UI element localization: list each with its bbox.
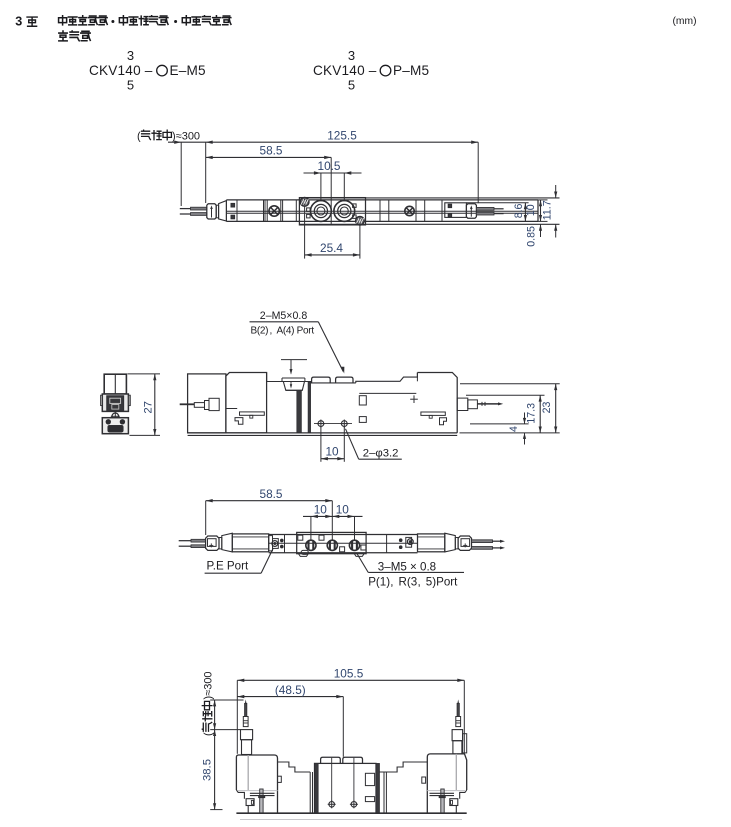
- svg-text:23: 23: [541, 402, 553, 414]
- svg-text:P.E Port: P.E Port: [207, 560, 249, 573]
- svg-text:27: 27: [143, 401, 155, 414]
- svg-text:A(4) Port: A(4) Port: [277, 325, 315, 336]
- svg-text:58.5: 58.5: [260, 487, 283, 501]
- svg-text:,: ,: [418, 575, 421, 588]
- svg-text:0.85: 0.85: [525, 226, 537, 247]
- svg-text:5: 5: [348, 78, 355, 93]
- svg-text:(: (: [137, 131, 141, 143]
- svg-text:38.5: 38.5: [201, 759, 213, 781]
- svg-text:3–M5 × 0.8: 3–M5 × 0.8: [378, 561, 436, 574]
- svg-text:11.7: 11.7: [541, 200, 553, 220]
- svg-text:B(2): B(2): [251, 325, 269, 336]
- svg-text:10: 10: [325, 445, 339, 459]
- svg-text:(: (: [203, 732, 215, 736]
- svg-text:)≈300: )≈300: [172, 131, 200, 143]
- svg-text:10: 10: [314, 503, 328, 517]
- svg-text:5)Port: 5)Port: [426, 575, 458, 588]
- svg-text:)≈300: )≈300: [203, 671, 215, 699]
- svg-text:,: ,: [390, 575, 393, 588]
- svg-text:5: 5: [127, 78, 134, 93]
- svg-text:25.4: 25.4: [320, 241, 343, 255]
- svg-text:10.5: 10.5: [318, 159, 341, 173]
- svg-text:105.5: 105.5: [334, 667, 364, 681]
- svg-text:CKV140: CKV140: [89, 63, 141, 78]
- svg-text:R(3: R(3: [399, 575, 418, 588]
- svg-text:,: ,: [270, 325, 273, 336]
- svg-text:E–M5: E–M5: [170, 63, 206, 78]
- svg-text:2–M5×0.8: 2–M5×0.8: [260, 310, 308, 322]
- svg-text:(mm): (mm): [673, 16, 697, 27]
- svg-text:10: 10: [525, 204, 537, 216]
- svg-text:–: –: [145, 63, 153, 78]
- svg-text:3: 3: [15, 14, 22, 28]
- svg-text:P(1): P(1): [368, 575, 390, 588]
- svg-text:3: 3: [348, 48, 355, 63]
- svg-text:125.5: 125.5: [327, 129, 357, 143]
- svg-text:P–M5: P–M5: [393, 63, 429, 78]
- svg-text:(48.5): (48.5): [275, 683, 306, 697]
- svg-text:3: 3: [127, 48, 134, 63]
- svg-text:58.5: 58.5: [260, 144, 283, 158]
- svg-text:2–φ3.2: 2–φ3.2: [363, 447, 399, 459]
- svg-text:4: 4: [508, 426, 520, 432]
- svg-text:CKV140: CKV140: [313, 63, 365, 78]
- svg-text:17.3: 17.3: [525, 403, 537, 424]
- svg-text:10: 10: [336, 503, 350, 517]
- svg-text:–: –: [369, 63, 377, 78]
- svg-text:8.6: 8.6: [513, 203, 525, 218]
